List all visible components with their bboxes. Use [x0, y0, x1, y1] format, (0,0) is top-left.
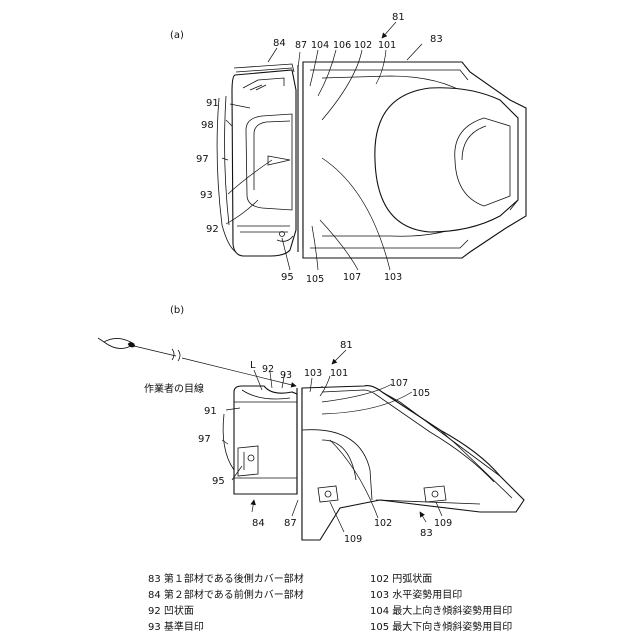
label-84-a: 84: [273, 38, 286, 49]
label-83-a: 83: [430, 34, 443, 45]
label-91-b: 91: [204, 406, 217, 417]
label-95-b: 95: [212, 476, 225, 487]
figure-a: (a): [170, 12, 526, 285]
label-87-a: 87: [295, 40, 307, 51]
label-102-b: 102: [374, 518, 392, 529]
label-84-b: 84: [252, 518, 265, 529]
label-91-a: 91: [206, 98, 219, 109]
legend-right-1: 103 水平姿勢用目印: [370, 588, 462, 601]
front-cover-84-side: [223, 386, 297, 494]
label-97-b: 97: [198, 434, 211, 445]
label-93-b: 93: [280, 370, 292, 381]
legend-left-2: 92 凹状面: [148, 604, 194, 617]
panel-label-b: (b): [170, 305, 184, 316]
legend-right-3: 105 最大下向き傾斜姿勢用目印: [370, 620, 512, 633]
label-87-b: 87: [284, 518, 297, 529]
label-101-a: 101: [378, 40, 396, 51]
label-109b-b: 109: [434, 518, 452, 529]
label-93-a: 93: [200, 190, 213, 201]
figure-b: (b) 作業者の目線: [98, 305, 524, 545]
legend: 83 第１部材である後側カバー部材 84 第２部材である前側カバー部材 92 凹…: [148, 572, 512, 633]
front-cover-84: [217, 64, 296, 256]
label-104-a: 104: [311, 40, 329, 51]
label-101-b: 101: [330, 368, 348, 379]
label-105-a: 105: [306, 274, 324, 285]
label-98-a: 98: [201, 120, 214, 131]
legend-right-0: 102 円弧状面: [370, 572, 432, 585]
label-83-b: 83: [420, 528, 433, 539]
observer-caption: 作業者の目線: [144, 382, 204, 395]
label-95-a: 95: [281, 272, 294, 283]
label-92-b: 92: [262, 364, 274, 375]
legend-left-1: 84 第２部材である前側カバー部材: [148, 588, 304, 601]
label-92-a: 92: [206, 224, 219, 235]
panel-label-a: (a): [170, 30, 184, 41]
rear-cover-83-side: [302, 386, 524, 540]
label-103-b: 103: [304, 368, 322, 379]
label-109a-b: 109: [344, 534, 362, 545]
rear-cover-83: [303, 62, 526, 258]
label-105-b: 105: [412, 388, 430, 399]
label-106-a: 106: [333, 40, 351, 51]
eye-icon: [98, 338, 135, 349]
label-102-a: 102: [354, 40, 372, 51]
label-107-b: 107: [390, 378, 408, 389]
legend-left-0: 83 第１部材である後側カバー部材: [148, 572, 304, 585]
label-107-a: 107: [343, 272, 361, 283]
label-103-a: 103: [384, 272, 402, 283]
legend-left-3: 93 基準目印: [148, 620, 204, 633]
label-97-a: 97: [196, 154, 209, 165]
label-L-b: L: [250, 360, 256, 371]
label-81-a: 81: [392, 12, 405, 23]
legend-right-2: 104 最大上向き傾斜姿勢用目印: [370, 604, 512, 617]
label-81-b: 81: [340, 340, 353, 351]
